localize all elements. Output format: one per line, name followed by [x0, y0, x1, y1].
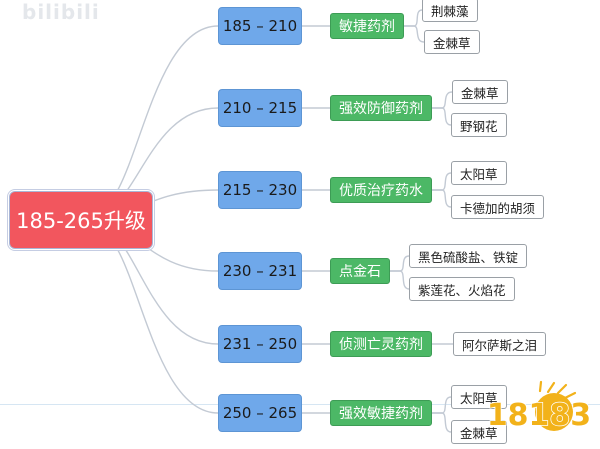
material-node[interactable]: 金棘草 — [452, 80, 508, 104]
range-label: 231 – 250 — [222, 335, 298, 353]
potion-to-material-connector — [432, 396, 452, 414]
bilibili-watermark: bilibili — [22, 0, 100, 24]
range-label: 250 – 265 — [222, 404, 298, 422]
potion-to-material-connector — [432, 91, 453, 109]
root-to-range-connector — [95, 229, 219, 414]
badge-text: 18183 — [488, 398, 591, 433]
root-label: 185-265升级 — [16, 209, 146, 233]
range-label: 230 – 231 — [222, 262, 298, 280]
range-label: 185 – 210 — [222, 17, 298, 35]
material-label: 卡德加的胡须 — [460, 200, 536, 216]
range-node[interactable]: 185 – 210 — [218, 7, 302, 45]
material-node[interactable]: 卡德加的胡须 — [451, 195, 545, 219]
potion-to-material-connector — [432, 107, 452, 126]
potion-label: 优质治疗药水 — [339, 183, 423, 199]
material-label: 荆棘藻 — [431, 3, 469, 19]
material-label: 野钢花 — [460, 118, 498, 134]
material-node[interactable]: 黑色硫酸盐、铁锭 — [409, 244, 528, 268]
potion-label: 强效防御药剂 — [339, 101, 423, 117]
material-node[interactable]: 金棘草 — [424, 30, 480, 54]
range-node[interactable]: 215 – 230 — [218, 171, 302, 209]
potion-node[interactable]: 强效敏捷药剂 — [330, 400, 432, 426]
material-label: 金棘草 — [433, 35, 471, 51]
range-node[interactable]: 210 – 215 — [218, 89, 302, 127]
potion-node[interactable]: 优质治疗药水 — [330, 177, 432, 203]
potion-node[interactable]: 侦测亡灵药剂 — [330, 331, 432, 357]
potion-node[interactable]: 敏捷药剂 — [330, 13, 404, 39]
potion-label: 敏捷药剂 — [339, 19, 395, 35]
range-node[interactable]: 250 – 265 — [218, 394, 302, 432]
potion-to-material-connector — [432, 189, 452, 208]
material-node[interactable]: 太阳草 — [451, 385, 507, 409]
potion-to-material-connector — [404, 25, 425, 43]
potion-to-material-connector — [390, 270, 410, 290]
range-node[interactable]: 231 – 250 — [218, 325, 302, 363]
potion-label: 强效敏捷药剂 — [339, 406, 423, 422]
potion-label: 侦测亡灵药剂 — [339, 337, 423, 353]
root-node[interactable]: 185-265升级 — [10, 192, 152, 248]
material-node[interactable]: 阿尔萨斯之泪 — [453, 332, 547, 356]
material-label: 阿尔萨斯之泪 — [462, 337, 538, 353]
material-label: 金棘草 — [460, 425, 498, 441]
root-to-range-connector — [95, 25, 219, 211]
potion-node[interactable]: 强效防御药剂 — [330, 95, 432, 121]
material-label: 太阳草 — [460, 390, 498, 406]
material-node[interactable]: 荆棘藻 — [422, 0, 478, 22]
potion-to-material-connector — [390, 255, 410, 272]
material-label: 金棘草 — [461, 85, 499, 101]
potion-to-material-connector — [432, 172, 452, 191]
material-label: 太阳草 — [460, 166, 498, 182]
material-node[interactable]: 野钢花 — [451, 113, 507, 137]
material-node[interactable]: 太阳草 — [451, 161, 507, 185]
range-label: 210 – 215 — [222, 99, 298, 117]
material-label: 紫莲花、火焰花 — [418, 282, 506, 298]
range-label: 215 – 230 — [222, 181, 298, 199]
potion-to-material-connector — [432, 412, 452, 433]
material-label: 黑色硫酸盐、铁锭 — [418, 249, 519, 265]
potion-label: 点金石 — [339, 264, 381, 280]
potion-node[interactable]: 点金石 — [330, 258, 390, 284]
18183-logo: 18183 — [488, 380, 592, 434]
material-node[interactable]: 金棘草 — [451, 420, 507, 444]
potion-to-material-connector — [404, 9, 423, 27]
range-node[interactable]: 230 – 231 — [218, 252, 302, 290]
material-node[interactable]: 紫莲花、火焰花 — [409, 277, 515, 301]
